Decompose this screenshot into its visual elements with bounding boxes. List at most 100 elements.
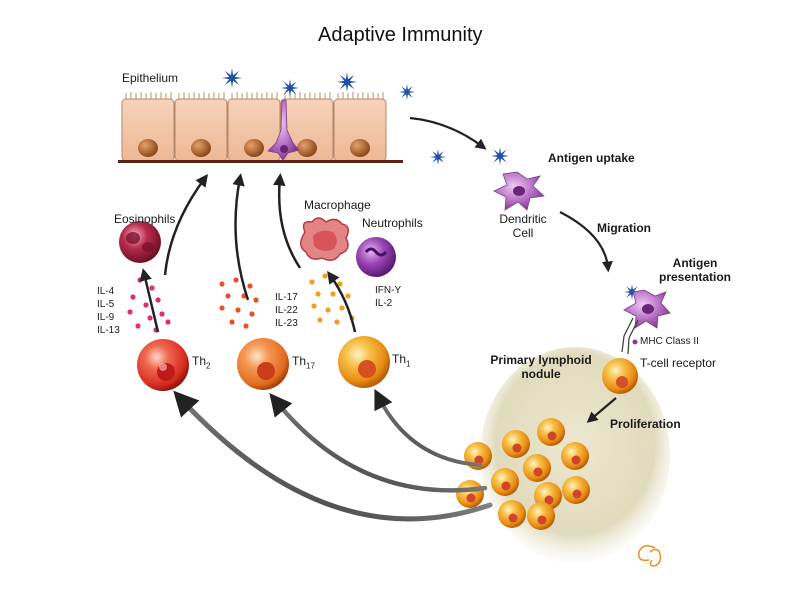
cytokine-label: IL-23 <box>275 318 298 329</box>
cytokine-dot <box>159 311 165 317</box>
neutrophils-label: Neutrophils <box>362 216 423 230</box>
cytokine-dot <box>137 277 143 283</box>
artist-signature <box>637 545 662 567</box>
to-th2-arrow <box>173 390 493 522</box>
proliferation-label: Proliferation <box>610 417 681 431</box>
th2-cytokine-list: IL-4 IL-5 IL-9 IL-13 <box>97 285 120 337</box>
cytokine-label: IL-4 <box>97 286 115 297</box>
cytokine-dot <box>155 297 161 303</box>
migration-arrow <box>559 211 613 273</box>
proliferating-t-cell <box>523 454 551 482</box>
antigen-presenting-dendritic-cell <box>623 289 671 329</box>
cytokine-label: IL-9 <box>97 312 115 323</box>
proliferating-t-cell <box>456 480 484 508</box>
th1-cytokine-list: IFN-Y IL-2 <box>375 284 401 310</box>
cytokine-dot <box>229 319 235 325</box>
th17-cytokine-list: IL-17 IL-22 IL-23 <box>275 291 298 330</box>
mhc-tcr-complex <box>621 317 639 355</box>
th17-label: Th17 <box>292 354 315 371</box>
dendritic-cell-label: Dendritic Cell <box>499 212 547 240</box>
antigen-uptake-label: Antigen uptake <box>548 151 635 165</box>
t-cell-receptor-label: T-cell receptor <box>640 356 717 370</box>
cytokine-dot <box>253 297 259 303</box>
macrophage-cell <box>300 217 349 261</box>
proliferating-t-cell <box>561 442 589 470</box>
antigen-star-icon <box>281 79 299 97</box>
migration-label: Migration <box>597 221 651 235</box>
eosinophils-label: Eosinophils <box>114 212 176 226</box>
cytokine-label: IL-17 <box>275 292 298 303</box>
proliferating-t-cell <box>491 468 519 496</box>
cytokine-dot <box>330 291 336 297</box>
to-th17-arrow <box>269 393 488 493</box>
proliferating-t-cell <box>502 430 530 458</box>
antigen-stars <box>222 68 640 300</box>
cytokine-dot <box>309 279 315 285</box>
epithelial-cell <box>121 98 175 162</box>
antigen-star-icon <box>430 149 446 165</box>
microvilli <box>125 92 384 99</box>
cytokine-label: IL-22 <box>275 305 298 316</box>
epithelium-label: Epithelium <box>122 71 179 85</box>
cytokine-dots-th2 <box>127 277 171 333</box>
antigen-star-icon <box>399 84 415 100</box>
cytokine-dot <box>233 277 239 283</box>
t-cell <box>602 358 638 394</box>
th17-to-epithelium-arrow <box>232 173 250 301</box>
th17-cell <box>237 338 289 390</box>
antigen-star-icon <box>337 72 357 92</box>
proliferating-t-cell <box>537 418 565 446</box>
cytokine-dot <box>345 293 351 299</box>
proliferating-t-cell <box>562 476 590 504</box>
cytokine-dot <box>339 305 345 311</box>
cytokine-dot <box>143 302 149 308</box>
th1-to-macrophage-arrow <box>327 270 357 333</box>
cytokine-dot <box>130 294 136 300</box>
mhc-class-ii-label: MHC Class II <box>640 336 699 347</box>
intraepithelial-dendritic-cell <box>267 99 300 161</box>
cytokine-dot <box>147 315 153 321</box>
proliferation-arrow <box>586 397 617 423</box>
th1-cell <box>338 336 390 388</box>
cytokine-dot <box>249 311 255 317</box>
cytokine-dots-th17 <box>219 277 259 329</box>
cytokine-dot <box>311 303 317 309</box>
cytokine-dot <box>135 323 141 329</box>
to-th1-arrow <box>374 388 482 467</box>
uptake-arrow <box>409 116 487 150</box>
eosinophil-to-epithelium-arrow <box>163 173 208 276</box>
effector-arrows <box>139 173 357 333</box>
cytokine-dot <box>325 307 331 313</box>
macrophage-to-epithelium-arrow <box>273 173 302 269</box>
epithelial-cell <box>333 98 387 162</box>
proliferating-t-cell <box>527 502 555 530</box>
differentiation-arrows <box>173 388 493 522</box>
th2-label: Th2 <box>192 354 211 371</box>
cytokine-dot <box>219 281 225 287</box>
cytokine-dot <box>315 291 321 297</box>
cytokine-dot <box>322 273 328 279</box>
cytokine-dot <box>225 293 231 299</box>
process-arrows <box>409 116 617 423</box>
basement-membrane <box>118 160 403 163</box>
cytokine-dot <box>317 317 323 323</box>
macrophage-label: Macrophage <box>304 198 371 212</box>
cytokine-label: IL-2 <box>375 298 393 309</box>
neutrophil-cell <box>356 237 396 277</box>
cytokine-dot <box>235 307 241 313</box>
cytokine-dot <box>334 319 340 325</box>
diagram-title: Adaptive Immunity <box>318 24 483 46</box>
antigen-presentation-label: Antigen presentation <box>658 256 731 284</box>
cytokine-dot <box>127 309 133 315</box>
cytokine-dot <box>247 283 253 289</box>
cytokine-label: IFN-Y <box>375 285 402 296</box>
antigen-star-icon <box>491 147 509 165</box>
cytokine-dot <box>165 319 171 325</box>
cytokine-dot <box>219 305 225 311</box>
dendritic-cell <box>493 171 545 211</box>
epithelial-cell <box>174 98 228 162</box>
th2-cell <box>137 339 189 391</box>
cytokine-dot <box>149 285 155 291</box>
cytokine-dots-th1 <box>309 273 355 325</box>
